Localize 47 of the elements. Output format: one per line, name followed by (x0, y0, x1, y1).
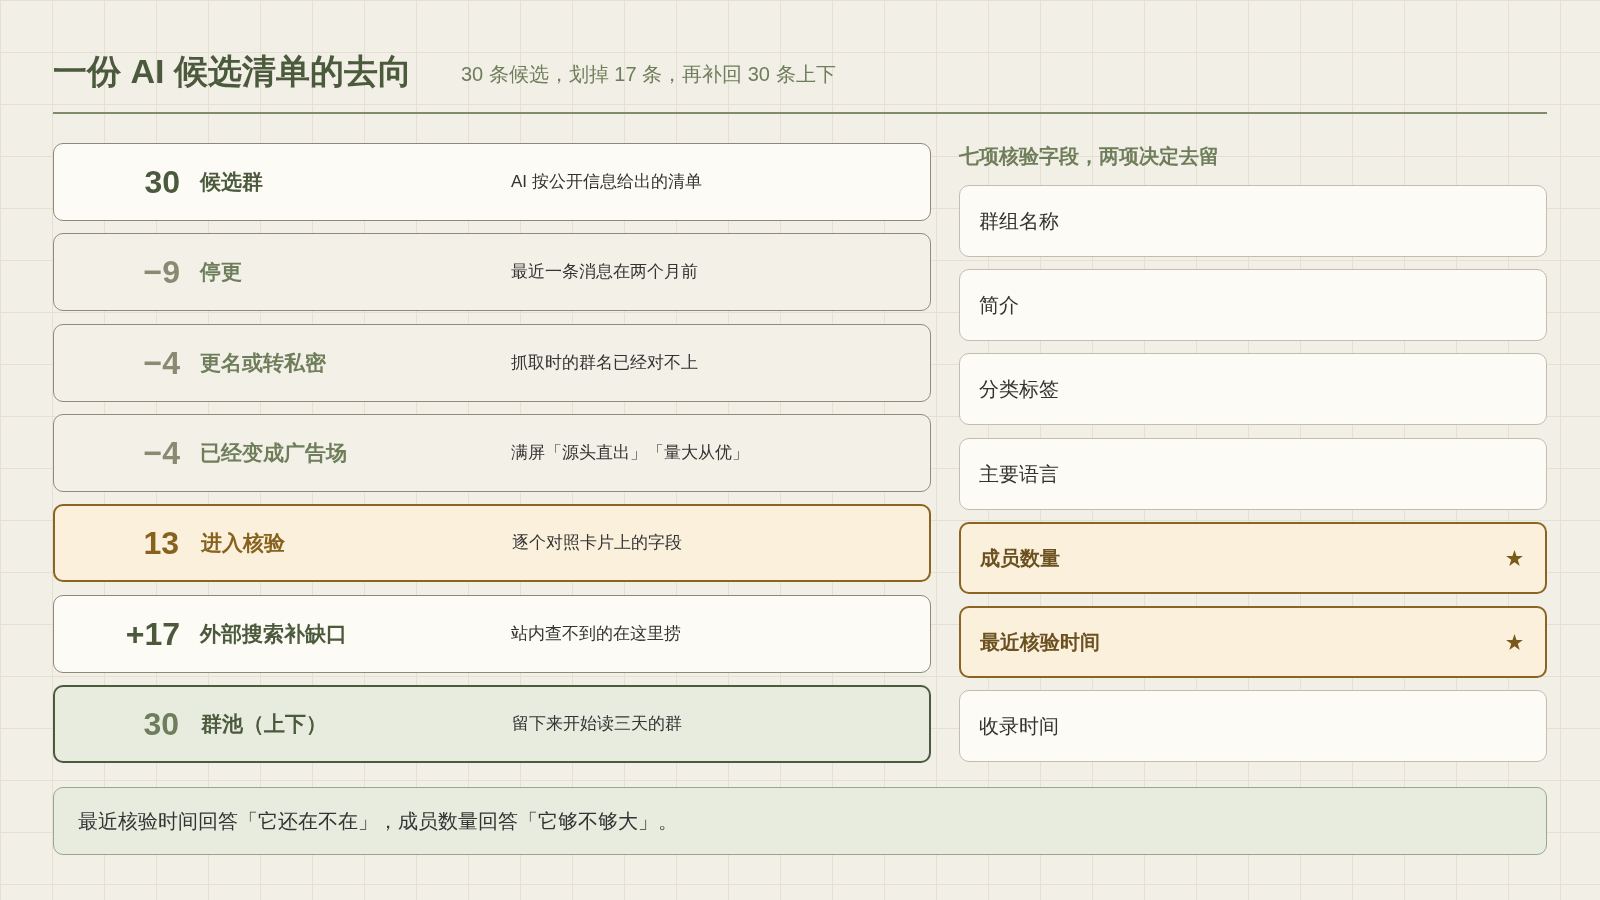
row-title: 候选群 (200, 169, 263, 195)
row-card (53, 414, 931, 492)
subtitle: 30 条候选，划掉 17 条，再补回 30 条上下 (461, 62, 836, 86)
field-box (959, 690, 1547, 762)
row-card (53, 324, 931, 402)
field-label: 分类标签 (979, 377, 1059, 401)
row-title: 停更 (200, 259, 242, 285)
row-title: 更名或转私密 (200, 350, 326, 376)
count-number: 13 (143, 523, 179, 563)
row-title: 外部搜索补缺口 (200, 621, 347, 647)
field-label: 群组名称 (979, 209, 1059, 233)
row-card (53, 233, 931, 311)
row-title: 群池（上下） (201, 711, 327, 737)
row-description: 站内查不到的在这里捞 (511, 623, 681, 645)
row-description: 逐个对照卡片上的字段 (512, 532, 682, 554)
row-title: 已经变成广告场 (200, 440, 347, 466)
field-box (959, 185, 1547, 257)
note-text: 最近核验时间回答「它还在不在」，成员数量回答「它够不够大」。 (78, 809, 678, 833)
note-box (53, 787, 1547, 855)
count-number: 30 (143, 704, 179, 744)
row-title: 进入核验 (201, 530, 285, 556)
field-label: 主要语言 (979, 462, 1059, 486)
row-description: 留下来开始读三天的群 (512, 713, 682, 735)
field-box (959, 353, 1547, 425)
title: 一份 AI 候选清单的去向 (53, 51, 412, 92)
row-description: 满屏「源头直出」「量大从优」 (511, 442, 749, 464)
section-heading: 七项核验字段，两项决定去留 (959, 144, 1219, 168)
field-box (959, 606, 1547, 678)
row-card (53, 595, 931, 673)
count-number: 30 (144, 162, 180, 202)
count-number: −4 (143, 433, 180, 473)
count-number: −9 (143, 252, 180, 292)
field-label: 简介 (979, 293, 1019, 317)
field-label: 最近核验时间 (980, 630, 1100, 654)
count-number: +17 (125, 614, 180, 654)
field-box (959, 269, 1547, 341)
row-description: 抓取时的群名已经对不上 (511, 352, 698, 374)
row-card (53, 504, 931, 582)
row-description: 最近一条消息在两个月前 (511, 261, 698, 283)
row-description: AI 按公开信息给出的清单 (511, 171, 702, 193)
row-card (53, 685, 931, 763)
field-box (959, 522, 1547, 594)
count-number: −4 (143, 343, 180, 383)
field-label: 收录时间 (979, 714, 1059, 738)
field-label: 成员数量 (980, 546, 1060, 570)
field-box (959, 438, 1547, 510)
row-card (53, 143, 931, 221)
